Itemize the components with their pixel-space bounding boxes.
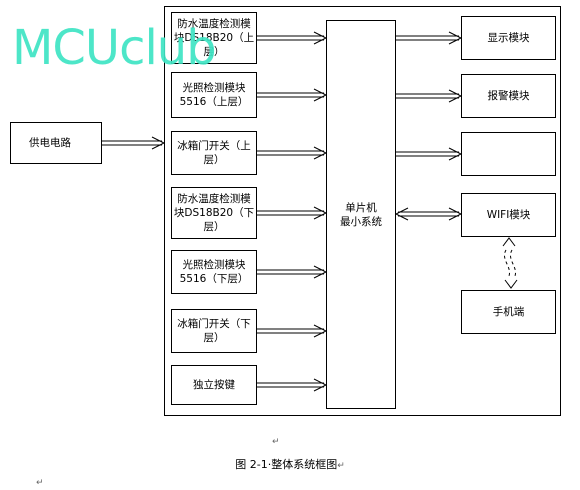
paragraph-mark-2: ↵ bbox=[337, 461, 345, 471]
temp-sensor-lower-line1: 防水温度检测模 bbox=[177, 193, 251, 205]
paragraph-mark-1: ↵ bbox=[272, 437, 280, 447]
figure-caption-text: 图 2-1·整体系统框图 bbox=[235, 458, 338, 471]
mcuclub-watermark: MCUclub bbox=[12, 20, 217, 76]
mcu-minimum-system-block: 单片机 最小系统 bbox=[326, 20, 396, 409]
empty-module-block bbox=[461, 132, 556, 176]
alarm-module-label: 报警模块 bbox=[487, 90, 530, 102]
temp-sensor-upper-block: 防水温度检测模 块DS18B20（上 层） bbox=[171, 12, 257, 64]
temp-sensor-upper-line2: 块DS18B20（上 bbox=[173, 32, 255, 44]
system-outer-frame bbox=[164, 6, 561, 416]
output-arrows bbox=[396, 31, 463, 161]
temp-sensor-lower-block: 防水温度检测模 块DS18B20（下 层） bbox=[171, 187, 257, 239]
phone-terminal-block: 手机端 bbox=[461, 290, 556, 334]
alarm-module-block: 报警模块 bbox=[461, 74, 556, 118]
independent-key-block: 独立按键 bbox=[171, 365, 257, 405]
light-sensor-lower-line1: 光照检测模块 bbox=[182, 259, 246, 271]
light-sensor-lower-block: 光照检测模块 5516（下层） bbox=[171, 250, 257, 294]
fridge-door-upper-line1: 冰箱门开关（上 bbox=[177, 140, 251, 152]
light-sensor-upper-line2: 5516（上层） bbox=[179, 96, 249, 108]
temp-sensor-lower-line3: 层） bbox=[203, 221, 225, 233]
power-supply-label: 供电电路 bbox=[29, 137, 71, 149]
wifi-module-block: WIFI模块 bbox=[461, 193, 556, 237]
light-sensor-lower-line2: 5516（下层） bbox=[179, 273, 249, 285]
fridge-door-upper-block: 冰箱门开关（上 层） bbox=[171, 131, 257, 175]
figure-caption: 图 2-1·整体系统框图↵ bbox=[0, 456, 580, 472]
paragraph-mark-3: ↵ bbox=[36, 478, 44, 488]
phone-terminal-label: 手机端 bbox=[492, 306, 525, 318]
fridge-door-lower-line1: 冰箱门开关（下 bbox=[177, 318, 251, 330]
power-supply-block: 供电电路 bbox=[10, 122, 102, 164]
light-sensor-upper-line1: 光照检测模块 bbox=[182, 82, 246, 94]
input-arrows bbox=[257, 31, 328, 392]
light-sensor-upper-block: 光照检测模块 5516（上层） bbox=[171, 72, 257, 118]
temp-sensor-lower-line2: 块DS18B20（下 bbox=[173, 207, 255, 219]
mcu-label-line2: 最小系统 bbox=[340, 215, 382, 228]
wifi-bidirectional-arrow bbox=[394, 207, 463, 221]
fridge-door-upper-line2: 层） bbox=[203, 154, 225, 166]
display-module-label: 显示模块 bbox=[487, 32, 530, 44]
fridge-door-lower-block: 冰箱门开关（下 层） bbox=[171, 309, 257, 353]
mcu-label-line1: 单片机 bbox=[345, 201, 377, 214]
wifi-module-label: WIFI模块 bbox=[486, 209, 531, 221]
temp-sensor-upper-line1: 防水温度检测模 bbox=[177, 18, 251, 30]
fridge-door-lower-line2: 层） bbox=[203, 332, 225, 344]
power-arrow bbox=[102, 136, 166, 150]
independent-key-label: 独立按键 bbox=[193, 379, 235, 391]
wifi-phone-arrowheads bbox=[502, 237, 518, 289]
temp-sensor-upper-line3: 层） bbox=[203, 46, 225, 58]
wifi-phone-dashed-arrow bbox=[504, 249, 516, 279]
